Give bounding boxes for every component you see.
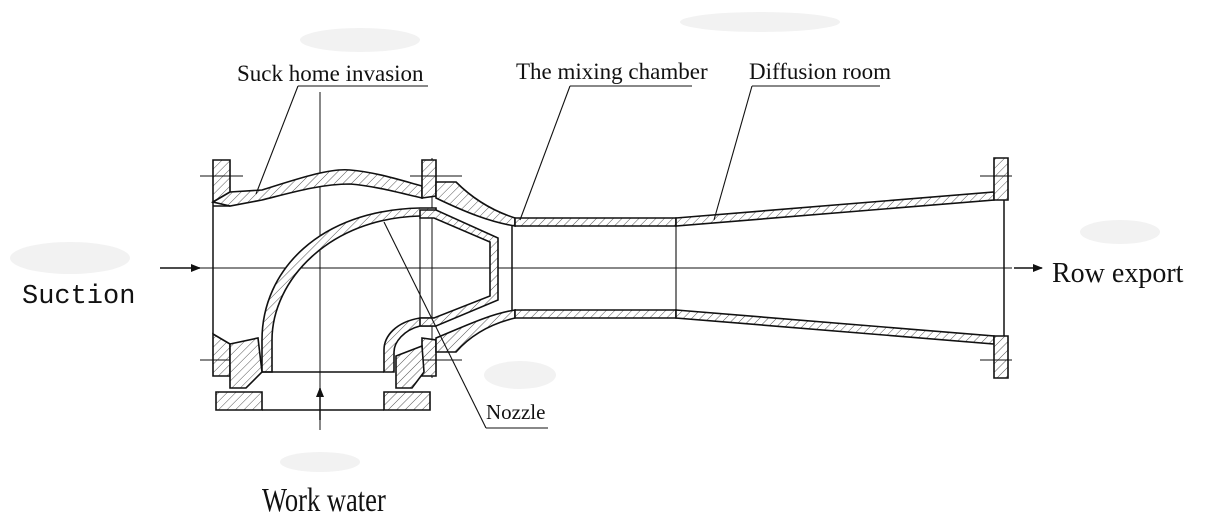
background-smudge <box>680 12 840 32</box>
flow-arrows <box>160 264 1043 420</box>
bottom-flange <box>215 371 431 411</box>
suction-chamber-body <box>210 168 423 207</box>
converging-section <box>435 181 516 353</box>
label-row-export: Row export <box>1052 258 1184 289</box>
leader-lines <box>255 85 880 429</box>
label-suction-chamber: Suck home invasion <box>237 61 424 86</box>
center-lines <box>200 92 1012 430</box>
background-smudge <box>300 28 420 52</box>
work-water-elbow <box>229 207 437 389</box>
background-smudge <box>10 242 130 274</box>
nozzle <box>419 209 499 327</box>
label-work-water: Work water <box>262 482 386 519</box>
label-diffusion-room: Diffusion room <box>749 59 892 84</box>
label-nozzle: Nozzle <box>486 400 546 424</box>
inlet-flange <box>200 159 243 377</box>
outlet-flange <box>980 157 1012 379</box>
background-smudge <box>484 361 556 389</box>
diffuser <box>675 191 995 345</box>
mixing-chamber <box>511 217 677 319</box>
background-smudge <box>280 452 360 472</box>
background-smudge <box>1080 220 1160 244</box>
label-mixing-chamber: The mixing chamber <box>516 59 708 84</box>
label-suction: Suction <box>22 282 136 312</box>
